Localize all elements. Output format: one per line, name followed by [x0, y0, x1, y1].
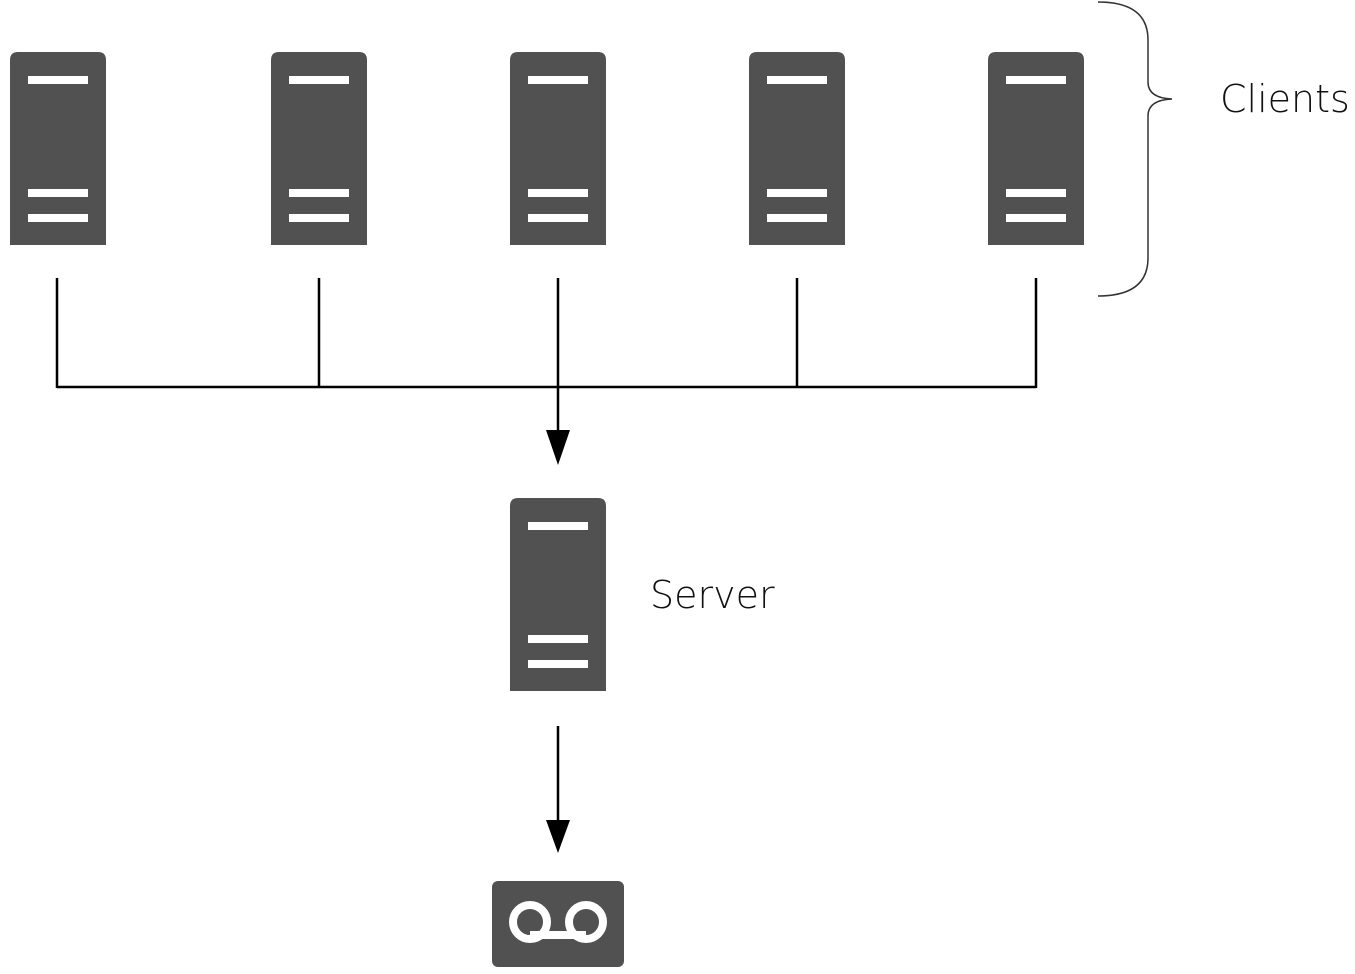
- server-label: Server: [650, 573, 775, 617]
- client-server-icon-1: [10, 52, 106, 245]
- client-server-icon-4: [749, 52, 845, 245]
- client-server-icon-3: [510, 52, 606, 245]
- client-server-icon-5: [988, 52, 1084, 245]
- arrow-server-to-storage: [546, 726, 570, 853]
- client-bus-lines: [55, 278, 1038, 389]
- clients-label: Clients: [1220, 77, 1350, 121]
- client-server-icon-2: [271, 52, 367, 245]
- clients-group: [10, 52, 1084, 245]
- clients-brace: [1097, 1, 1173, 297]
- arrow-clients-to-server: [546, 387, 570, 465]
- server-icon: [510, 498, 606, 691]
- tape-drive-icon: [492, 881, 624, 967]
